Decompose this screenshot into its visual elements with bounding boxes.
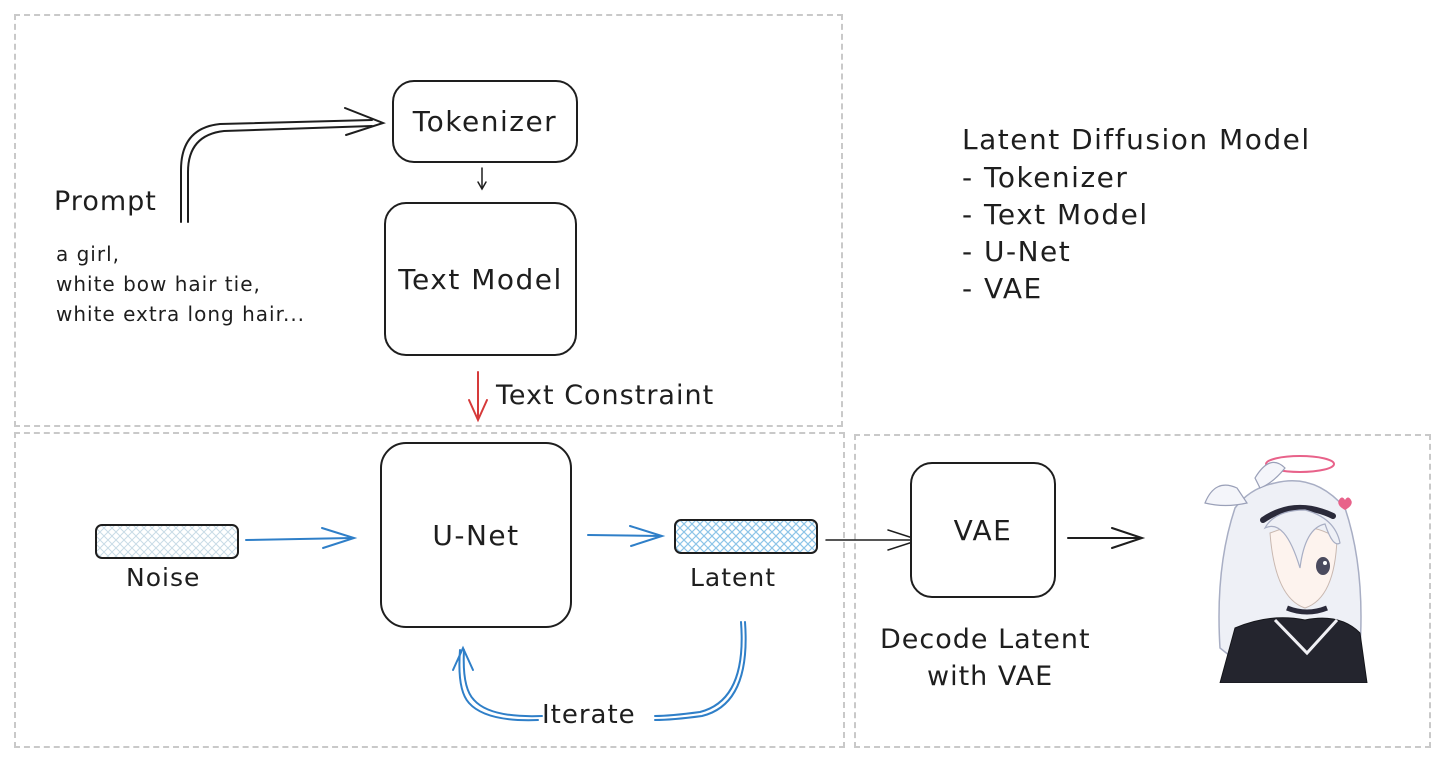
prompt-line-1: a girl, [56, 242, 121, 266]
legend-item-vae: - VAE [962, 272, 1043, 305]
iterate-loop-arrow [452, 621, 747, 722]
tokenizer-to-textmodel-arrow [477, 167, 487, 191]
decode-label-line-2: with VAE [927, 661, 1054, 692]
noise-label: Noise [126, 563, 201, 592]
latent-label: Latent [690, 563, 777, 592]
unet-to-latent-arrow [587, 525, 666, 547]
legend-title: Latent Diffusion Model [962, 123, 1311, 156]
prompt-line-3: white extra long hair... [56, 302, 306, 326]
latent-to-vae-arrow [825, 529, 922, 551]
text-constraint-label: Text Constraint [496, 380, 715, 411]
prompt-to-tokenizer-arrow [180, 107, 386, 223]
legend-item-unet: - U-Net [962, 235, 1072, 268]
legend-item-text-model: - Text Model [962, 198, 1149, 231]
decode-label-line-1: Decode Latent [880, 624, 1091, 655]
denoise-region [14, 432, 845, 748]
text-encoder-region [14, 14, 843, 427]
text-model-label: Text Model [398, 262, 563, 296]
decode-region [854, 434, 1431, 748]
unet-label: U-Net [432, 518, 520, 552]
vae-to-image-arrow [1067, 527, 1146, 549]
noise-bar [95, 524, 239, 559]
text-constraint-arrow [468, 371, 488, 423]
text-model-box: Text Model [384, 202, 577, 356]
latent-bar [674, 519, 818, 554]
unet-box: U-Net [380, 442, 572, 628]
vae-box: VAE [910, 462, 1056, 598]
prompt-line-2: white bow hair tie, [56, 272, 261, 296]
noise-to-unet-arrow [245, 527, 358, 549]
tokenizer-label: Tokenizer [412, 105, 558, 138]
iterate-label: Iterate [542, 700, 636, 730]
vae-label: VAE [953, 513, 1013, 547]
legend-item-tokenizer: - Tokenizer [962, 161, 1129, 194]
tokenizer-box: Tokenizer [392, 80, 578, 163]
prompt-title: Prompt [54, 186, 157, 217]
anime-girl-illustration-icon [1204, 455, 1368, 683]
